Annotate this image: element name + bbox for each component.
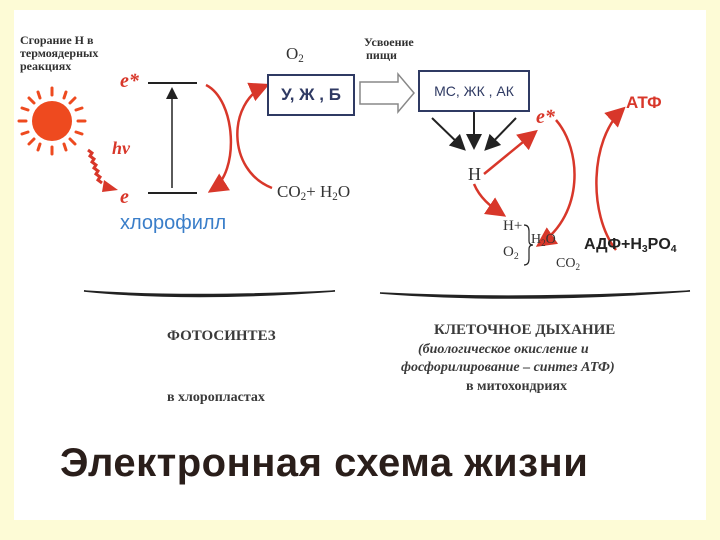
- sun-caption-line-2: термоядерных: [20, 46, 99, 60]
- mitochondria-location: в митохондриях: [466, 379, 568, 394]
- light-ray-arrow: [87, 148, 118, 192]
- excited-electron-label: e*: [120, 70, 139, 92]
- ground-electron-label: e: [120, 186, 129, 208]
- brace: [523, 224, 534, 266]
- respiration-heading: КЛЕТОЧНОЕ ДЫХАНИЕ: [434, 322, 616, 338]
- oxygen-label-right: O2: [503, 244, 519, 262]
- water-label: H2O: [531, 232, 556, 248]
- electron-transport-arrow: [535, 119, 576, 247]
- left-separator: [83, 290, 336, 298]
- atp-synthesis-arrow: [595, 106, 626, 251]
- slide-title: Электронная схема жизни: [60, 441, 589, 485]
- atp-label: АТФ: [626, 93, 662, 112]
- food-absorption-arrow: [359, 71, 415, 115]
- electron-excitation-arrow: [483, 129, 538, 175]
- sun-caption-line-3: реакциях: [20, 59, 72, 73]
- excited-electron-label-right: e*: [536, 106, 555, 128]
- sun-caption-line-1: Сгорание Н в: [20, 33, 94, 47]
- respiration-detail-2: фосфорилирование – синтез АТФ): [401, 360, 615, 375]
- sun-icon: [17, 86, 87, 156]
- arrow-to-h-left: [431, 117, 466, 151]
- absorption-caption-line-2: пищи: [366, 48, 397, 62]
- h-to-oxygen-arrow: [472, 183, 507, 217]
- electron-return-arrow: [205, 83, 233, 193]
- respiration-detail-1: (биологическое окисление и: [418, 342, 589, 357]
- hydrogen-label: H: [468, 164, 481, 184]
- chlorophyll-label: хлорофилл: [120, 212, 227, 234]
- nutrients-box: У, Ж , Б: [267, 74, 355, 116]
- arrow-to-h-right: [484, 117, 517, 151]
- absorption-caption-line-1: Усвоение: [364, 35, 414, 49]
- adp-phosphate-label: АДФ+H3PO4: [584, 236, 677, 255]
- oxygen-label: O2: [286, 44, 304, 65]
- co2-label-right: CO2: [556, 256, 580, 272]
- co2-h2o-label: CO2+ H2O: [277, 182, 351, 203]
- carbon-fixation-arrow: [236, 82, 273, 190]
- metabolites-box: МС, ЖК , АК: [418, 70, 530, 112]
- chloroplast-location: в хлоропластах: [167, 390, 265, 405]
- proton-label: H+: [503, 218, 523, 234]
- photosynthesis-heading: ФОТОСИНТЕЗ: [167, 328, 276, 344]
- photon-label: hν: [112, 138, 130, 158]
- right-separator: [379, 290, 691, 299]
